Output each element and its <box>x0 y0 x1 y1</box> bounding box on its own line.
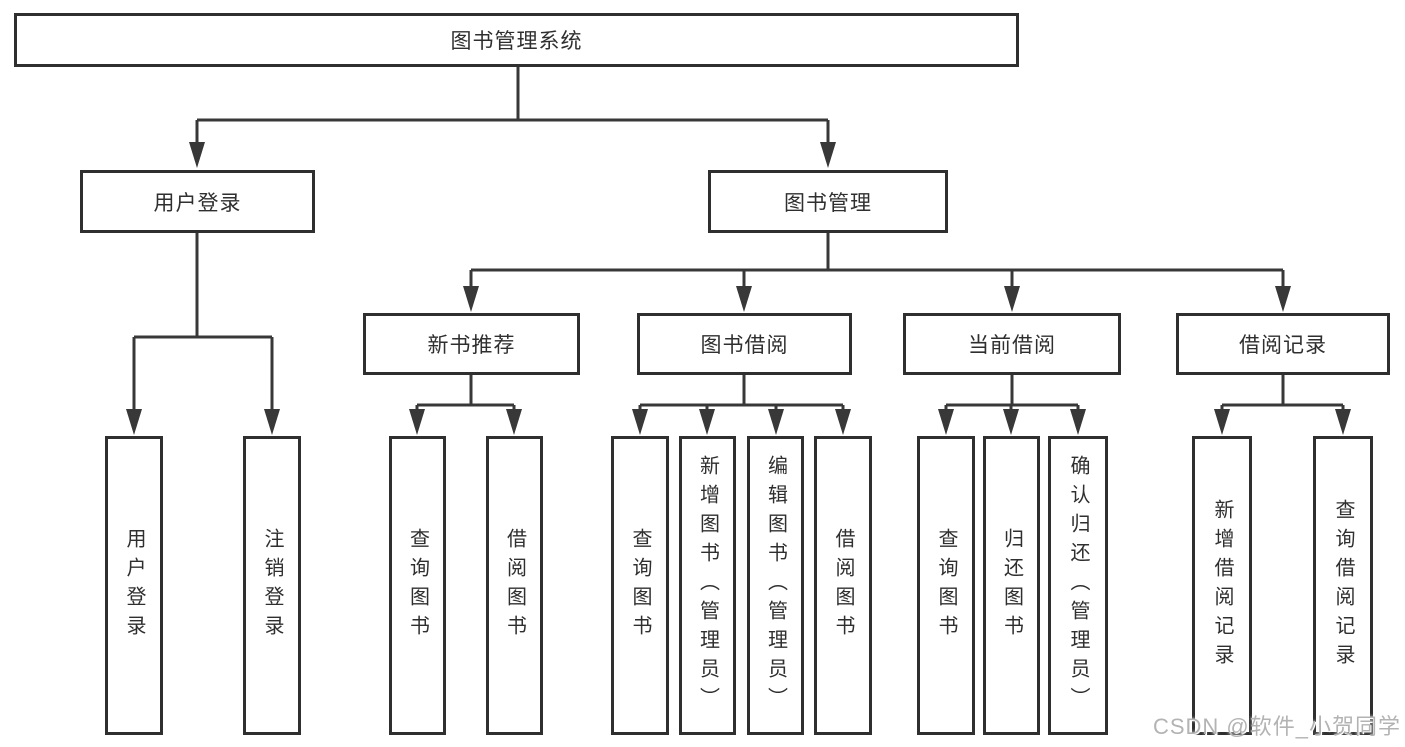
leaf-logout: 注销登录 <box>243 436 301 735</box>
leaf-recommend-borrow-books: 借阅图书 <box>486 436 543 735</box>
leaf-recommend-query-books-label: 查询图书 <box>406 527 429 644</box>
leaf-edit-books-admin-label: 编辑图书（管理员） <box>764 455 787 716</box>
node-root-system: 图书管理系统 <box>14 13 1019 67</box>
leaf-recommend-borrow-books-label: 借阅图书 <box>503 527 526 644</box>
node-book-management: 图书管理 <box>708 170 948 233</box>
node-current-borrowing: 当前借阅 <box>903 313 1121 375</box>
node-book-management-label: 图书管理 <box>784 191 872 215</box>
leaf-recommend-query-books: 查询图书 <box>389 436 446 735</box>
leaf-add-books-admin: 新增图书（管理员） <box>679 436 736 735</box>
leaf-edit-books-admin: 编辑图书（管理员） <box>747 436 804 735</box>
leaf-add-borrow-record: 新增借阅记录 <box>1192 436 1252 735</box>
leaf-borrow-query-books: 查询图书 <box>611 436 669 735</box>
leaf-borrow-books-label: 借阅图书 <box>832 527 854 644</box>
leaf-query-borrow-record-label: 查询借阅记录 <box>1332 498 1354 673</box>
node-current-borrowing-label: 当前借阅 <box>968 334 1056 357</box>
leaf-current-query-books-label: 查询图书 <box>935 527 957 644</box>
node-new-book-recommendation: 新书推荐 <box>363 313 580 375</box>
leaf-borrow-books: 借阅图书 <box>814 436 872 735</box>
leaf-add-books-admin-label: 新增图书（管理员） <box>696 455 719 716</box>
leaf-add-borrow-record-label: 新增借阅记录 <box>1211 498 1233 673</box>
node-borrowing-records-label: 借阅记录 <box>1239 334 1327 357</box>
node-root-label: 图书管理系统 <box>450 30 583 53</box>
leaf-confirm-return-admin-label: 确认归还（管理员） <box>1067 455 1089 716</box>
node-book-borrowing-label: 图书借阅 <box>700 334 789 357</box>
node-user-login-label: 用户登录 <box>153 191 242 215</box>
leaf-confirm-return-admin: 确认归还（管理员） <box>1048 436 1108 735</box>
leaf-borrow-query-books-label: 查询图书 <box>629 527 651 644</box>
leaf-query-borrow-record: 查询借阅记录 <box>1313 436 1373 735</box>
leaf-current-query-books: 查询图书 <box>917 436 975 735</box>
node-new-book-recommendation-label: 新书推荐 <box>427 334 516 357</box>
node-book-borrowing: 图书借阅 <box>637 313 852 375</box>
node-borrowing-records: 借阅记录 <box>1176 313 1390 375</box>
node-user-login: 用户登录 <box>80 170 315 233</box>
leaf-logout-label: 注销登录 <box>261 527 283 644</box>
csdn-watermark: CSDN @软件_小贺同学 <box>1152 714 1401 739</box>
leaf-user-login: 用户登录 <box>105 436 163 735</box>
leaf-user-login-label: 用户登录 <box>123 527 145 644</box>
leaf-return-books-label: 归还图书 <box>1000 527 1023 644</box>
leaf-return-books: 归还图书 <box>983 436 1040 735</box>
